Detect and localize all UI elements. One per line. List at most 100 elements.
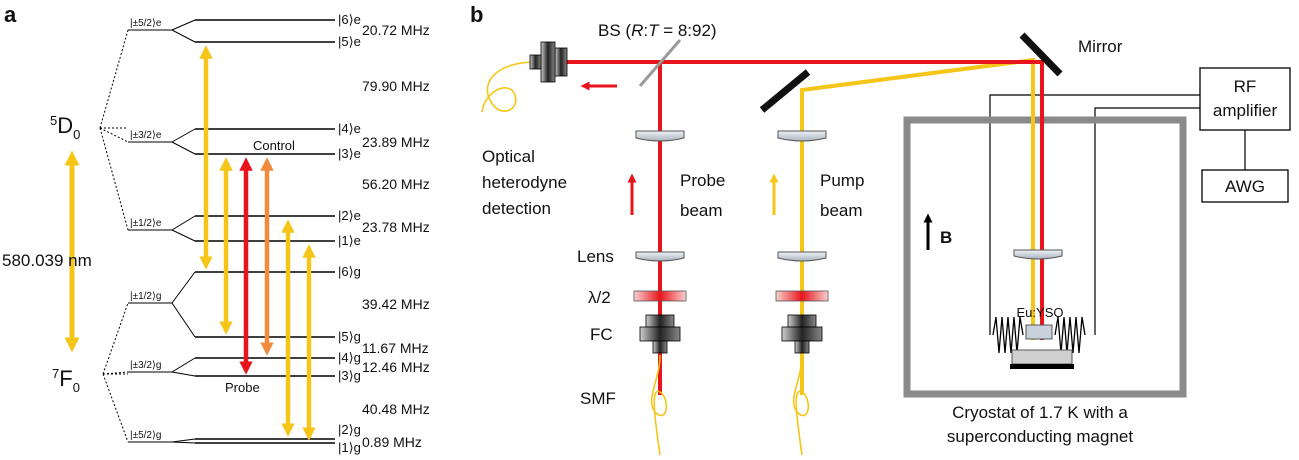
rf-amplifier-label: RF	[1234, 77, 1257, 96]
beam-splitter-label: BS (R:T = 8:92)	[598, 21, 717, 40]
panel-b: b RF amplifier AWG Cryostat of 1.7 K wit…	[470, 2, 1291, 456]
probe-beam-label: beam	[680, 201, 723, 220]
lens	[635, 130, 685, 142]
manifold-label: |±5/2⟩e	[130, 18, 162, 29]
half-wave-plate	[775, 290, 829, 302]
lens	[777, 130, 827, 142]
manifold-label: |±3/2⟩e	[130, 130, 162, 141]
lens-label: Lens	[577, 247, 614, 266]
cryostat-lens	[1013, 249, 1063, 260]
ground-state-sub: 0	[73, 380, 80, 395]
manifold-label: |±1/2⟩g	[130, 291, 161, 302]
half-wave-plate	[633, 290, 687, 302]
excited-state-label: 5D0	[50, 113, 80, 142]
cryostat-label: superconducting magnet	[947, 427, 1133, 446]
ground-state-sup: 7	[52, 366, 59, 381]
probe-beam-path	[658, 60, 1044, 395]
level-label: |1⟩e	[338, 233, 361, 248]
excited-state-sub: 0	[73, 127, 80, 142]
fiber-coupler	[781, 326, 823, 342]
manifold-label: |±5/2⟩g	[130, 430, 161, 441]
fiber-coupler	[652, 340, 668, 354]
manifold-label: |±3/2⟩g	[130, 360, 161, 371]
level-label: |2⟩e	[338, 208, 361, 223]
half-wave-label: λ/2	[588, 288, 611, 307]
probe-fiber	[650, 354, 668, 456]
splitting-label: 56.20 MHz	[362, 176, 430, 192]
excited-state-sup: 5	[50, 113, 57, 128]
sample-label: Eu:YSO	[1017, 305, 1064, 320]
fiber-coupler	[645, 314, 675, 328]
splitting-label: 12.46 MHz	[362, 359, 430, 375]
detection-fiber	[481, 61, 536, 113]
magnetic-field-label: B	[940, 228, 952, 247]
eu-yso-crystal	[1025, 324, 1053, 340]
detection-coupler	[529, 41, 568, 83]
detection-label: Optical	[482, 147, 535, 166]
fiber-coupler-label: FC	[590, 325, 613, 344]
splitting-label: 79.90 MHz	[362, 78, 430, 94]
awg-box	[1201, 169, 1289, 203]
pump-beam-label: beam	[820, 201, 863, 220]
manifold-connectors	[99, 19, 196, 444]
sample-holder	[1011, 349, 1073, 365]
wavelength-label: 580.039 nm	[2, 251, 92, 270]
level-label: |6⟩e	[338, 12, 361, 27]
beam-splitter	[638, 39, 682, 87]
splitting-label: 39.42 MHz	[362, 296, 430, 312]
panel-a: a 5D0 7F0	[2, 2, 430, 455]
splitting-label: 23.89 MHz	[362, 134, 430, 150]
mirror	[759, 69, 811, 113]
splitting-label: 0.89 MHz	[362, 434, 422, 450]
smf-label: SMF	[580, 389, 616, 408]
control-label: Control	[253, 138, 295, 153]
magnet-coil-left	[992, 316, 1024, 354]
fiber-coupler	[639, 326, 681, 342]
rf-amplifier-box	[1199, 67, 1291, 131]
detection-label: detection	[482, 199, 551, 218]
beam-paths	[565, 57, 1044, 395]
splitting-label: 11.67 MHz	[362, 340, 429, 356]
level-label: |3⟩e	[338, 146, 361, 161]
rf-wiring	[989, 94, 1246, 335]
level-label: |4⟩e	[338, 121, 361, 136]
mirror-label: Mirror	[1078, 37, 1123, 56]
splitting-label: 20.72 MHz	[362, 22, 430, 38]
lens	[777, 251, 827, 262]
level-label: |3⟩g	[338, 368, 361, 383]
fiber-coupler	[794, 340, 810, 354]
rf-amplifier-label: amplifier	[1213, 101, 1278, 120]
probe-label: Probe	[225, 380, 260, 395]
probe-optics	[633, 130, 687, 354]
cryostat-label: Cryostat of 1.7 K with a	[952, 403, 1128, 422]
level-label: |5⟩g	[338, 329, 361, 344]
magnet-coil-right	[1054, 316, 1086, 354]
cryostat	[903, 116, 1187, 398]
excited-state-main: D	[57, 113, 73, 138]
mirror	[1019, 32, 1063, 77]
probe-beam-label: Probe	[680, 171, 725, 190]
ground-state-label: 7F0	[52, 366, 80, 395]
detection-label: heterodyne	[482, 173, 567, 192]
pump-fiber	[792, 354, 810, 456]
cold-plate	[1010, 364, 1074, 369]
ground-state-main: F	[59, 366, 72, 391]
lens	[635, 251, 685, 262]
fiber-coupler	[787, 314, 817, 328]
splitting-label: 23.78 MHz	[362, 219, 430, 235]
panel-a-label: a	[4, 2, 17, 27]
level-label: |2⟩g	[338, 422, 361, 437]
awg-label: AWG	[1225, 177, 1265, 196]
level-label: |1⟩g	[338, 440, 361, 455]
pump-optics	[775, 130, 829, 354]
pump-beam-label: Pump	[820, 171, 864, 190]
level-label: |4⟩g	[338, 350, 361, 365]
level-label: |5⟩e	[338, 34, 361, 49]
panel-b-label: b	[470, 2, 483, 27]
level-label: |6⟩g	[338, 264, 361, 279]
splitting-label: 40.48 MHz	[362, 401, 430, 417]
fibers	[481, 61, 810, 456]
manifold-label: |±1/2⟩e	[130, 218, 162, 229]
pump-beam-path	[800, 57, 1035, 395]
